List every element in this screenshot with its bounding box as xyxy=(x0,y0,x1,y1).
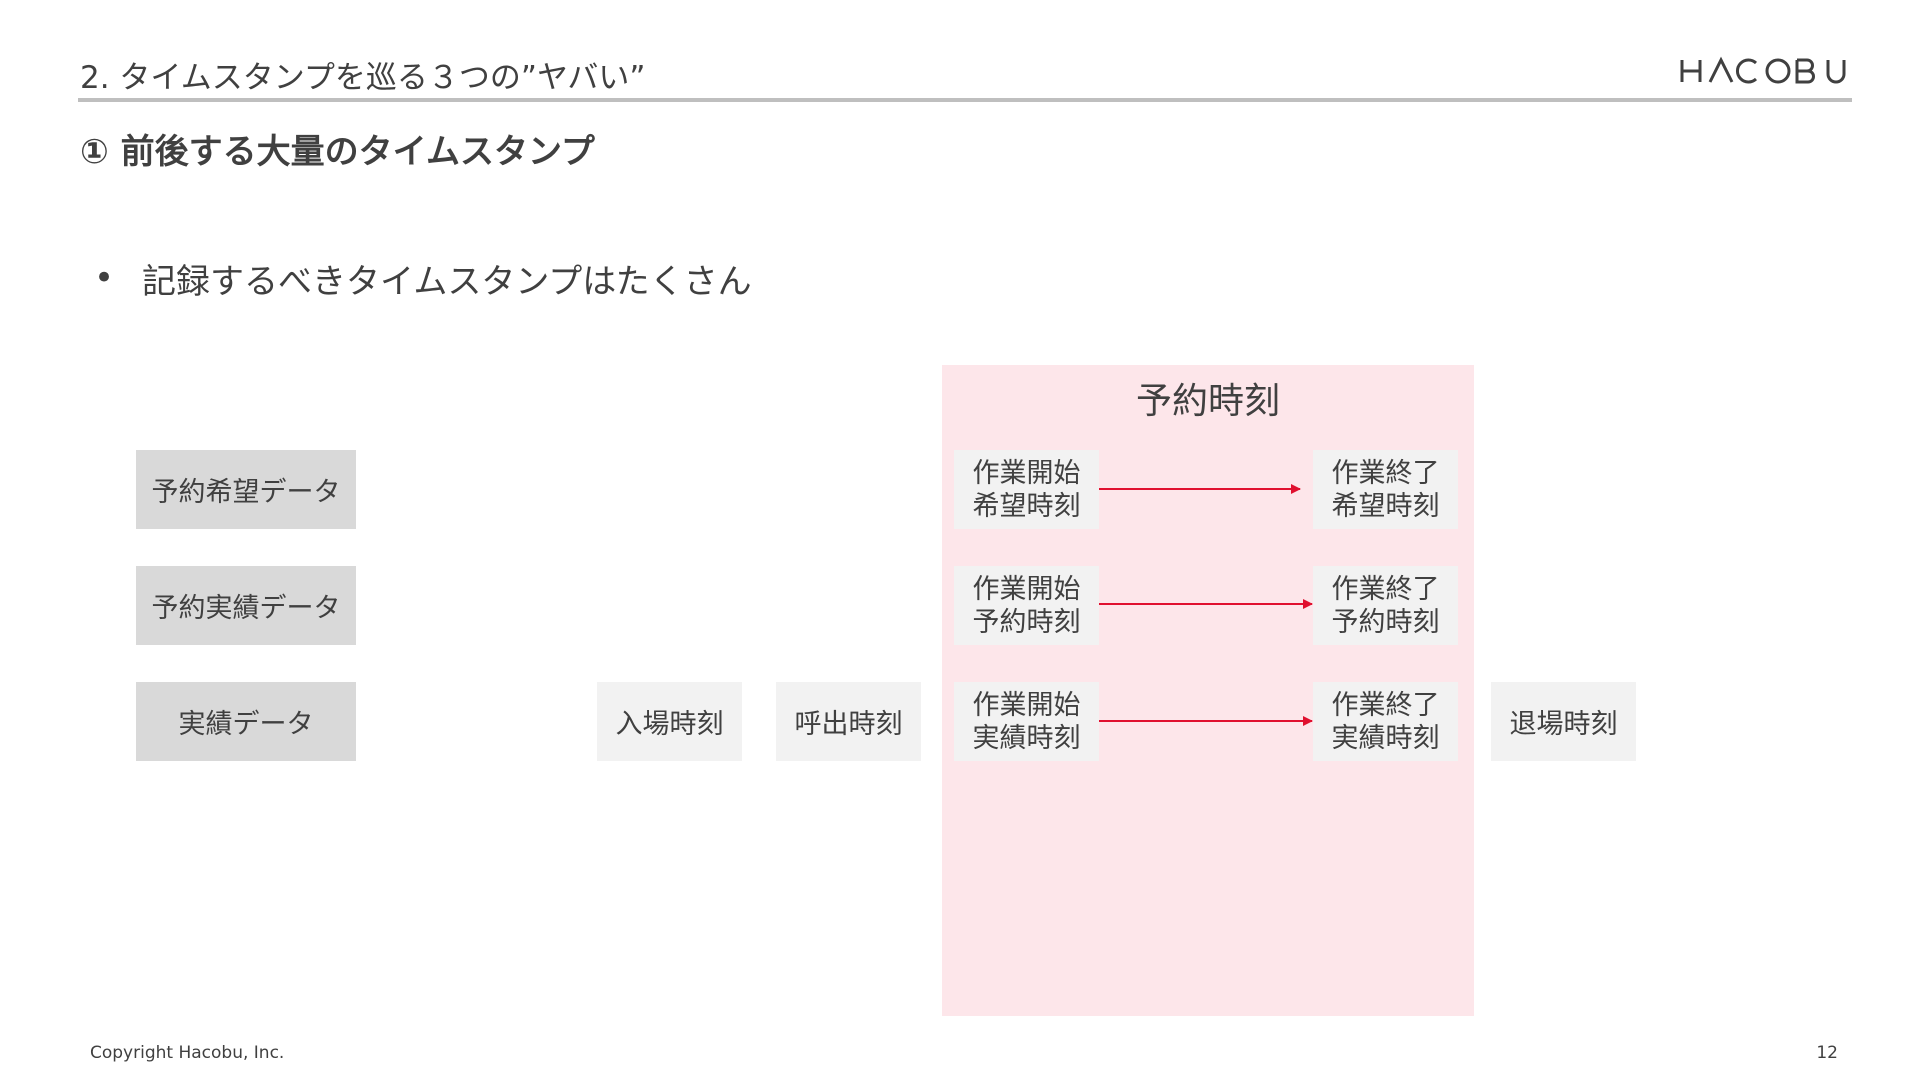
slide-heading: ① 前後する大量のタイムスタンプ xyxy=(80,132,595,172)
bullet-dot: • xyxy=(94,258,115,298)
call-time: 呼出時刻 xyxy=(776,682,921,761)
work-start-reserved-time: 作業開始 予約時刻 xyxy=(954,566,1099,645)
panel-title: 予約時刻 xyxy=(1135,381,1280,422)
section-title: 2. タイムスタンプを巡る３つの”ヤバい” xyxy=(80,60,646,96)
category-reservation-request: 予約希望データ xyxy=(136,450,356,529)
category-reservation-actual: 予約実績データ xyxy=(136,566,356,645)
page-number: 12 xyxy=(1816,1043,1838,1063)
footer-copyright: Copyright Hacobu, Inc. xyxy=(90,1043,285,1063)
work-end-requested-time: 作業終了 希望時刻 xyxy=(1313,450,1458,529)
category-actual: 実績データ xyxy=(136,682,356,761)
header-rule xyxy=(78,98,1852,102)
exit-time: 退場時刻 xyxy=(1491,682,1636,761)
hacobu-logo xyxy=(1680,56,1846,84)
work-start-requested-time: 作業開始 希望時刻 xyxy=(954,450,1099,529)
entry-time: 入場時刻 xyxy=(597,682,742,761)
work-end-actual-time: 作業終了 実績時刻 xyxy=(1313,682,1458,761)
work-start-actual-time: 作業開始 実績時刻 xyxy=(954,682,1099,761)
bullet-text: 記録するべきタイムスタンプはたくさん xyxy=(142,262,752,302)
work-end-reserved-time: 作業終了 予約時刻 xyxy=(1313,566,1458,645)
